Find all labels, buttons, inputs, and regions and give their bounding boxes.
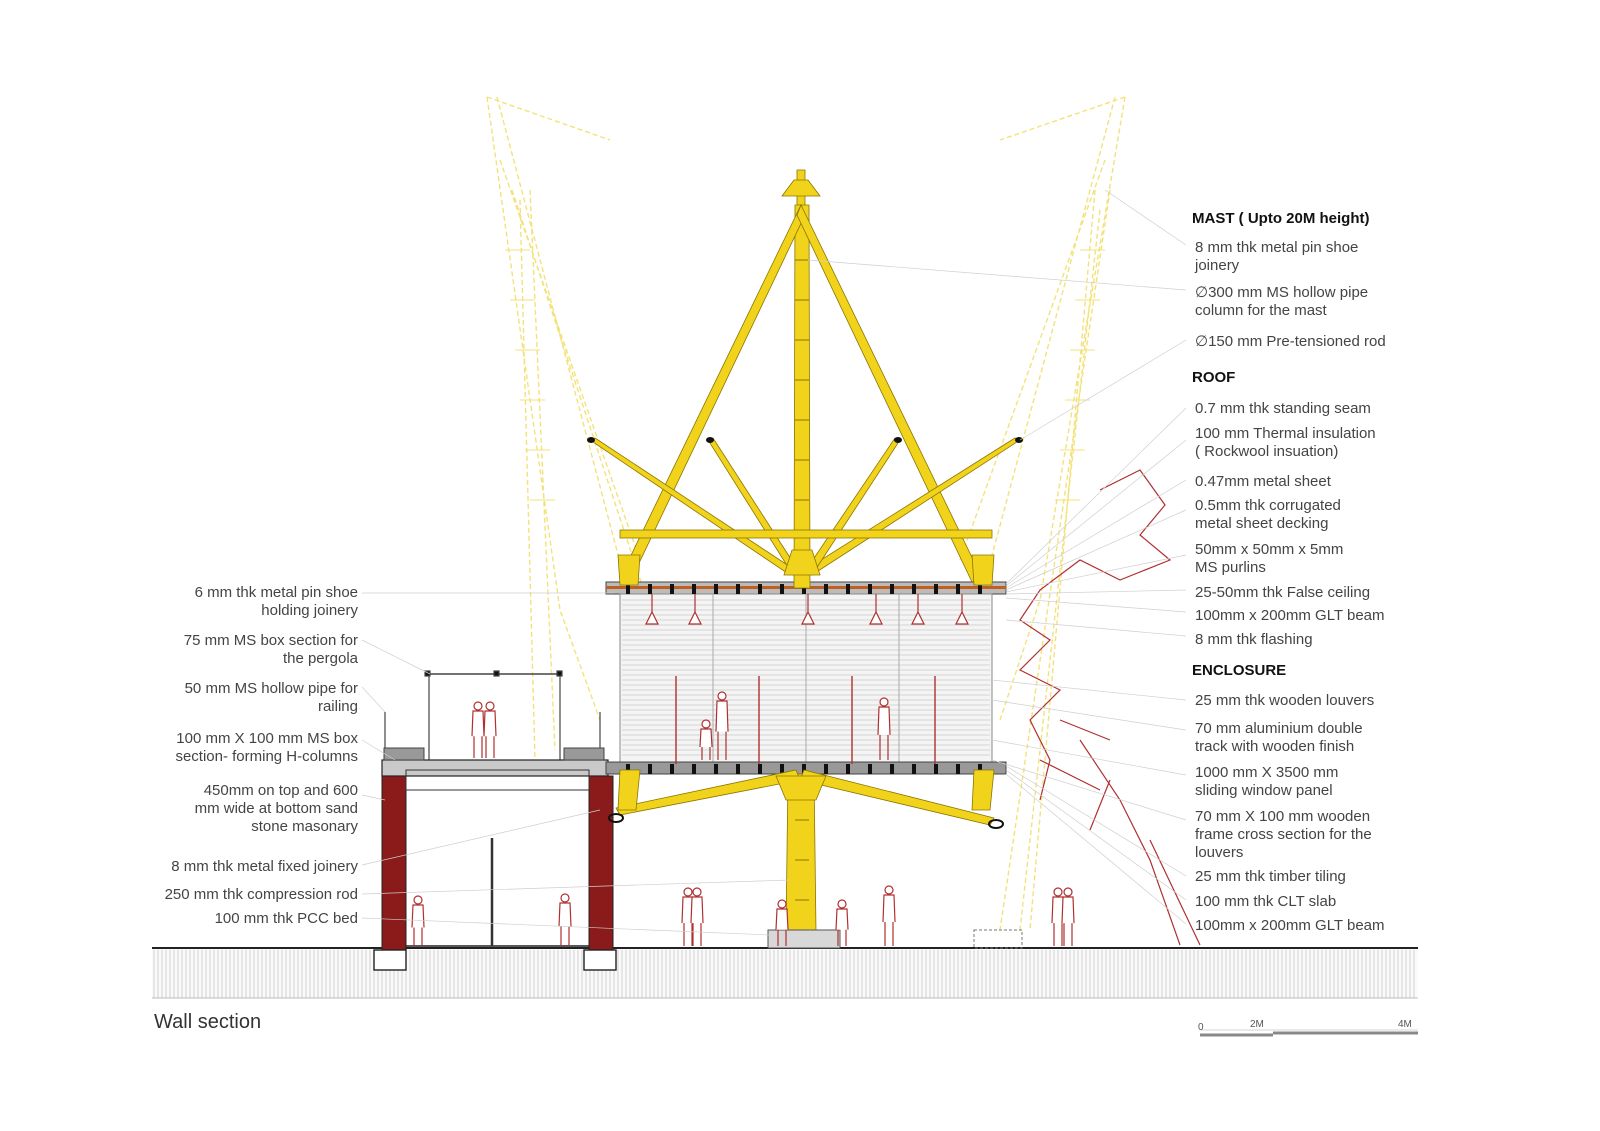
spec-label: 100 mm thk PCC bed <box>214 910 358 927</box>
spec-label: 6 mm thk metal pin shoe holding joinery <box>194 584 358 619</box>
section-heading: MAST ( Upto 20M height) <box>1192 210 1370 227</box>
spec-label: 100mm x 200mm GLT beam <box>1195 917 1385 934</box>
spec-label: 100mm x 200mm GLT beam <box>1195 607 1385 624</box>
human-figures <box>411 691 1075 946</box>
spec-label: 50mm x 50mm x 5mm MS purlins <box>1195 541 1344 576</box>
spec-label: 0.47mm metal sheet <box>1195 473 1331 490</box>
pre-tensioned-rods-faded <box>486 96 1126 931</box>
spec-label: 70 mm aluminium double track with wooden… <box>1195 720 1363 755</box>
spec-label: 0.7 mm thk standing seam <box>1195 400 1371 417</box>
scale-tick-4m: 4M <box>1398 1019 1412 1030</box>
spec-label: 75 mm MS box section for the pergola <box>183 632 358 667</box>
spec-label: 1000 mm X 3500 mm sliding window panel <box>1195 764 1339 799</box>
spec-label: 250 mm thk compression rod <box>164 886 358 903</box>
spec-label: 100 mm Thermal insulation ( Rockwool ins… <box>1195 425 1376 460</box>
spec-label: 50 mm MS hollow pipe for railing <box>184 680 358 715</box>
scale-tick-0: 0 <box>1198 1022 1204 1033</box>
spec-label: 450mm on top and 600 mm wide at bottom s… <box>194 782 358 835</box>
spec-label: 8 mm thk metal fixed joinery <box>171 858 358 875</box>
scale-bar <box>1200 1029 1418 1037</box>
scale-tick-2m: 2M <box>1250 1019 1264 1030</box>
masonry-box-building <box>373 747 617 971</box>
spec-label: 25 mm thk timber tiling <box>1195 868 1346 885</box>
spec-label: 70 mm X 100 mm wooden frame cross sectio… <box>1195 808 1372 861</box>
spec-label: 25 mm thk wooden louvers <box>1195 692 1375 709</box>
spec-label: 8 mm thk flashing <box>1195 631 1313 648</box>
rod-end-caps <box>587 437 1023 829</box>
enclosure-box <box>605 581 1007 775</box>
drawing-caption: Wall section <box>154 1011 262 1033</box>
spec-label: 100 mm X 100 mm MS box section- forming … <box>175 730 358 765</box>
spec-label: 25-50mm thk False ceiling <box>1195 584 1371 601</box>
mast-structure <box>589 169 1021 933</box>
ground-hatch <box>152 947 1418 999</box>
label-leader-lines <box>361 189 1187 936</box>
section-heading: ROOF <box>1192 369 1236 386</box>
section-heading: ENCLOSURE <box>1192 662 1287 679</box>
rod-cross-ties-faded <box>505 249 1105 501</box>
spec-label: 8 mm thk metal pin shoe joinery <box>1195 239 1359 274</box>
spec-label: ∅150 mm Pre-tensioned rod <box>1195 333 1386 350</box>
mast-footing <box>767 929 1023 949</box>
spec-label: 100 mm thk CLT slab <box>1195 893 1337 910</box>
spec-label: ∅300 mm MS hollow pipe column for the ma… <box>1195 284 1369 319</box>
mast-ladder-rungs <box>795 259 809 901</box>
spec-label: 0.5mm thk corrugated metal sheet decking <box>1195 497 1341 532</box>
tree-outline <box>1018 469 1201 946</box>
